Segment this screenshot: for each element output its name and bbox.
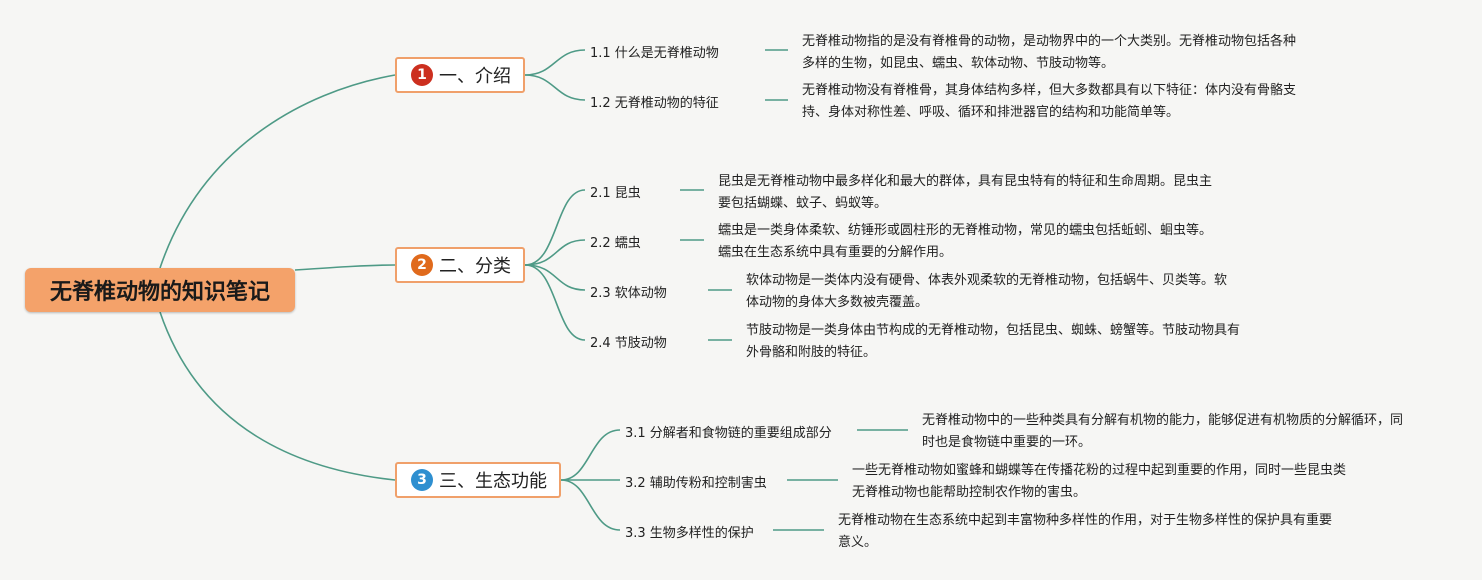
- description-text: 无脊椎动物在生态系统中起到丰富物种多样性的作用，对于生物多样性的保护具有重要意义…: [838, 513, 1333, 550]
- link-b1-s2: [524, 74, 586, 101]
- link-b1-s1: [524, 49, 586, 76]
- link-root-branch3: [159, 311, 396, 481]
- subtopic-node[interactable]: 3.1 分解者和食物链的重要组成部分: [625, 426, 832, 441]
- description-text: 无脊椎动物中的一些种类具有分解有机物的能力，能够促进有机物质的分解循环，同时也是…: [922, 413, 1404, 450]
- link-b2-s1: [524, 189, 586, 266]
- number-badge-icon: 2: [411, 254, 433, 276]
- subtopic-node[interactable]: 3.2 辅助传粉和控制害虫: [625, 476, 767, 491]
- description-text: 蠕虫是一类身体柔软、纺锤形或圆柱形的无脊椎动物，常见的蠕虫包括蚯蚓、蛔虫等。蠕虫…: [718, 223, 1213, 260]
- branch-label: 三、生态功能: [439, 471, 547, 492]
- description-text: 软体动物是一类体内没有硬骨、体表外观柔软的无脊椎动物，包括蜗牛、贝类等。软体动物…: [746, 273, 1228, 310]
- link-b2-s3: [524, 264, 586, 291]
- description-text: 一些无脊椎动物如蜜蜂和蝴蝶等在传播花粉的过程中起到重要的作用，同时一些昆虫类无脊…: [852, 463, 1347, 500]
- branch-node-ecology[interactable]: 3 三、生态功能: [395, 462, 561, 498]
- description-text: 无脊椎动物没有脊椎骨，其身体结构多样，但大多数都具有以下特征：体内没有骨骼支持、…: [802, 83, 1297, 120]
- subtopic-node[interactable]: 1.2 无脊椎动物的特征: [590, 96, 719, 111]
- subtopic-node[interactable]: 1.1 什么是无脊椎动物: [590, 46, 719, 61]
- branch-label: 二、分类: [439, 256, 511, 277]
- number-badge-icon: 1: [411, 64, 433, 86]
- link-b3-s3: [560, 479, 621, 531]
- description-text: 无脊椎动物指的是没有脊椎骨的动物，是动物界中的一个大类别。无脊椎动物包括各种多样…: [802, 34, 1297, 71]
- link-root-branch1: [159, 74, 396, 269]
- link-b2-s2: [524, 239, 586, 266]
- branch-node-intro[interactable]: 1 一、介绍: [395, 57, 525, 93]
- link-b2-s4: [524, 264, 586, 341]
- description-text: 昆虫是无脊椎动物中最多样化和最大的群体，具有昆虫特有的特征和生命周期。昆虫主要包…: [718, 174, 1213, 211]
- description-text: 节肢动物是一类身体由节构成的无脊椎动物，包括昆虫、蜘蛛、螃蟹等。节肢动物具有外骨…: [746, 323, 1241, 360]
- subtopic-node[interactable]: 2.3 软体动物: [590, 286, 667, 301]
- number-badge-icon: 3: [411, 469, 433, 491]
- root-node[interactable]: 无脊椎动物的知识笔记: [25, 268, 295, 312]
- link-b3-s1: [560, 429, 621, 481]
- subtopic-node[interactable]: 2.2 蠕虫: [590, 236, 641, 251]
- branch-label: 一、介绍: [439, 66, 511, 87]
- subtopic-node[interactable]: 2.4 节肢动物: [590, 336, 667, 351]
- subtopic-node[interactable]: 2.1 昆虫: [590, 186, 641, 201]
- subtopic-node[interactable]: 3.3 生物多样性的保护: [625, 526, 754, 541]
- link-root-branch2: [294, 264, 396, 271]
- branch-node-classification[interactable]: 2 二、分类: [395, 247, 525, 283]
